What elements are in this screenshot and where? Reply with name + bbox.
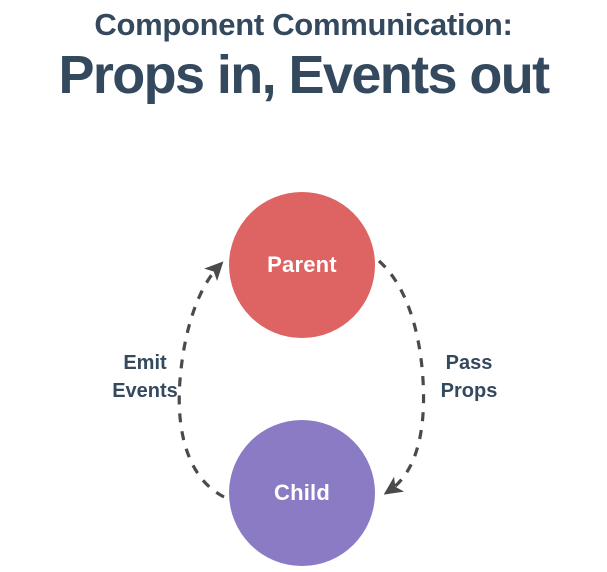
pass-props-arrow <box>377 259 426 495</box>
edge-label-emit-events-line1: Emit <box>123 352 167 374</box>
node-parent-label: Parent <box>267 252 337 277</box>
edge-label-emit-events-line2: Events <box>112 380 178 402</box>
title-line-2: Props in, Events out <box>58 45 550 105</box>
title-line-1: Component Communication: <box>94 7 513 42</box>
page-title: Component Communication: Props in, Event… <box>0 0 607 106</box>
emit-events-arrow <box>177 261 225 499</box>
edge-label-emit-events: Emit Events <box>85 349 205 405</box>
node-child-label: Child <box>274 480 330 505</box>
edge-label-pass-props-line2: Props <box>440 380 498 402</box>
node-parent[interactable]: Parent <box>229 192 375 338</box>
edge-label-pass-props-line1: Pass <box>445 352 493 374</box>
edge-label-pass-props: Pass Props <box>409 349 529 405</box>
node-child[interactable]: Child <box>229 420 375 566</box>
